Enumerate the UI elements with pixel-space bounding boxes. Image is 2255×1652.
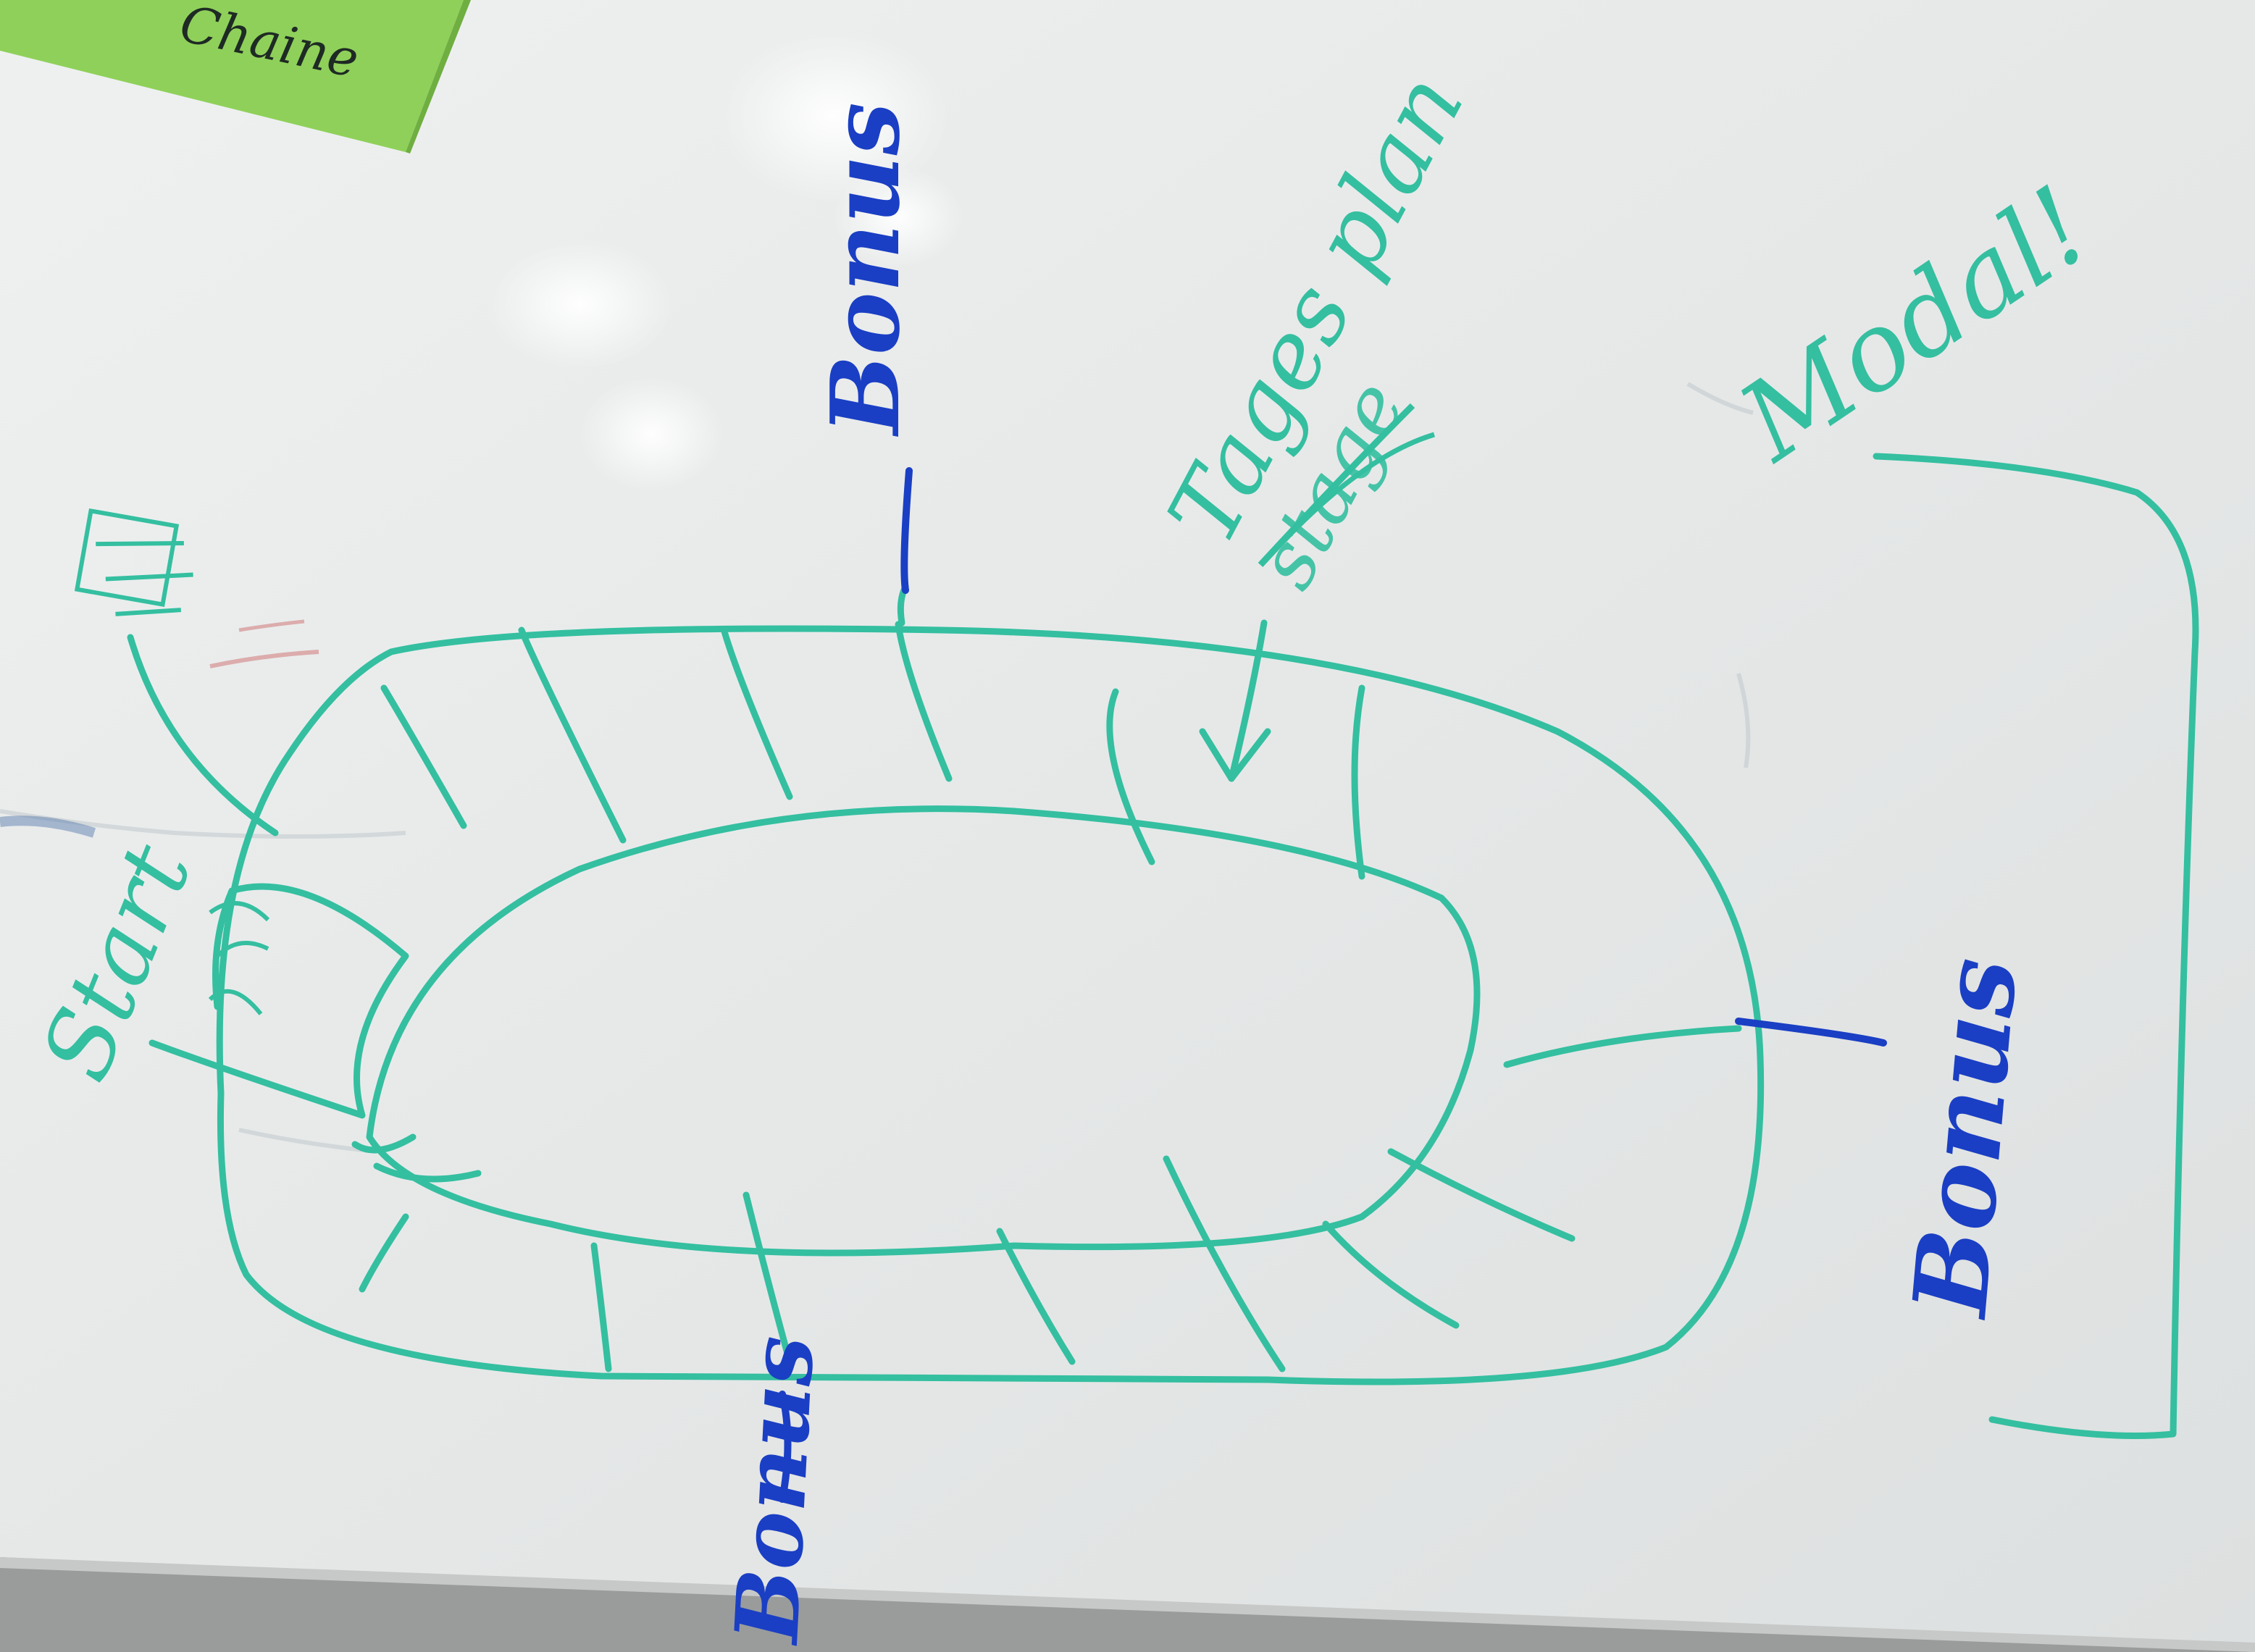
down-arrow-icon [1228, 619, 1268, 782]
glare-reflection [833, 167, 963, 268]
whiteboard-frame-edge [0, 1557, 2255, 1652]
sticky-note: Chaine [0, 0, 471, 154]
track-divider [1106, 688, 1155, 865]
leader-line [127, 634, 279, 837]
glare-reflection [485, 239, 674, 369]
track-divider [1163, 1155, 1286, 1372]
strikethrough [1273, 432, 1436, 553]
track-divider [721, 628, 793, 800]
inner-track [366, 805, 1481, 1257]
glare-reflection [717, 29, 949, 203]
track-divider [359, 1213, 409, 1293]
building-icon [74, 508, 270, 1015]
bonus-label-top: Bonus [810, 102, 921, 437]
bonus-label-bottom: Bonus [716, 1333, 834, 1647]
track-divider [590, 1242, 612, 1372]
down-arrow-head [1199, 728, 1271, 782]
track-divider [1351, 684, 1365, 880]
track-divider [1503, 1025, 1742, 1068]
faint-red-smudge [209, 650, 319, 668]
modal-bracket [1873, 453, 2199, 1439]
faint-blue-smudge [0, 815, 96, 838]
track-divider [518, 626, 627, 844]
track-divider [895, 621, 953, 782]
track-divider [1322, 1220, 1460, 1329]
track-divider [742, 1191, 793, 1365]
outer-track [216, 625, 1765, 1385]
glare-reflection [580, 377, 724, 492]
track-divider [1387, 1148, 1576, 1242]
track-divider [380, 684, 467, 829]
track-divider [996, 1228, 1076, 1365]
start-line [351, 1133, 417, 1154]
bonus-leader-lines [779, 467, 1887, 1503]
start-line [373, 1162, 482, 1183]
faint-red-smudge [238, 619, 305, 632]
